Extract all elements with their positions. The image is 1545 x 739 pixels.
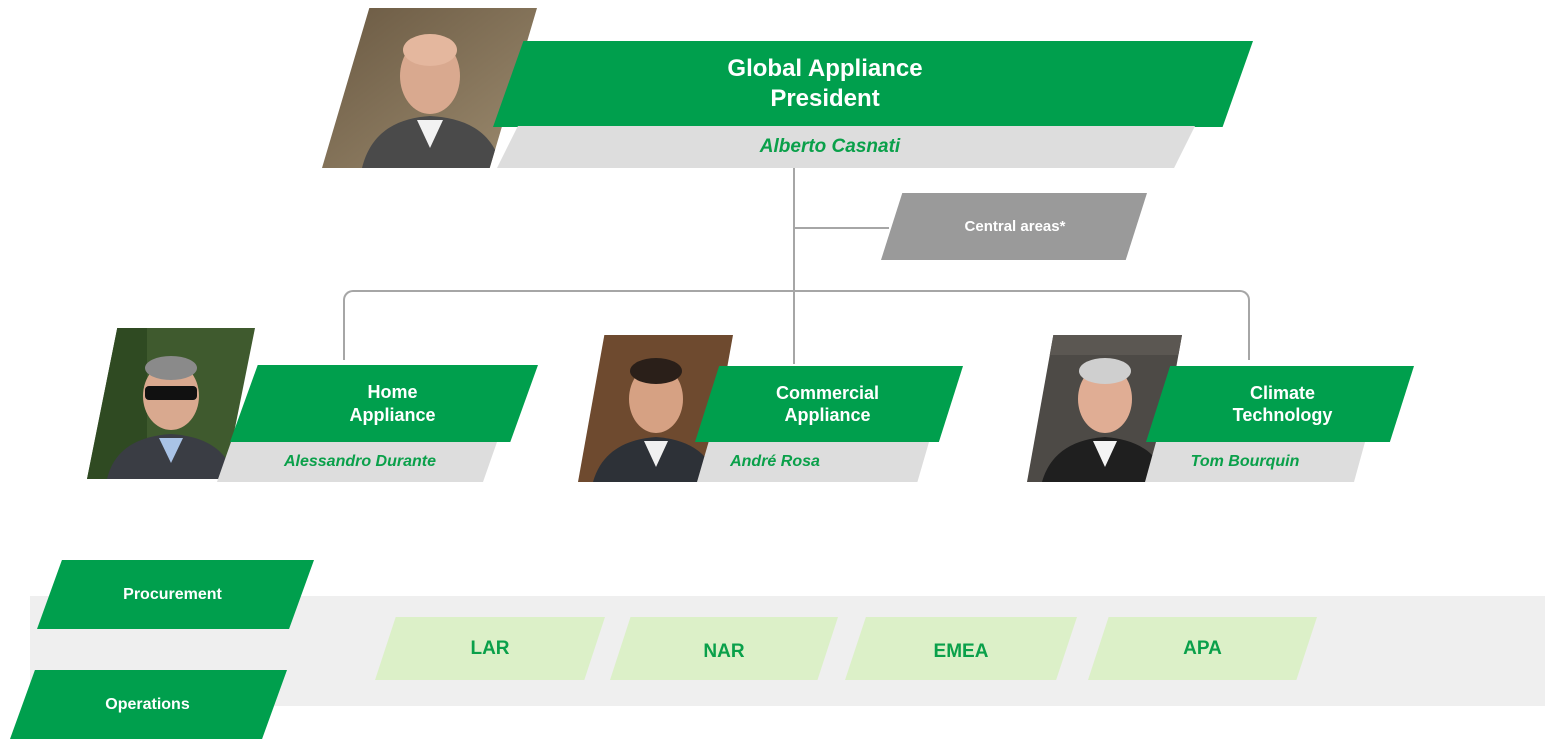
president-title-bar [493, 41, 1253, 127]
division-title-home-line1: Home [367, 382, 418, 402]
region-label-lar: LAR [470, 637, 510, 659]
region-box-nar [610, 617, 838, 680]
division-name-bar-climate [1145, 442, 1365, 482]
division-title-commercial-line1: Commercial [775, 382, 880, 403]
division-name-commercial: André Rosa [730, 453, 820, 470]
person-portrait-icon [322, 8, 537, 168]
connector-central-horizontal [793, 227, 889, 229]
operations-label: Operations [105, 695, 190, 713]
division-title-climate: Climate Technology [1200, 366, 1365, 442]
region-box-lar [375, 617, 605, 680]
region-label-nar: NAR [703, 640, 745, 662]
region-label-emea: EMEA [933, 640, 989, 662]
procurement-label: Procurement [123, 585, 222, 603]
division-title-bar-climate [1146, 366, 1414, 442]
region-box-apa [1088, 617, 1317, 680]
president-name-bar [497, 126, 1195, 168]
president-title: Global Appliance President [640, 49, 1010, 119]
connector-president-vertical [793, 168, 795, 364]
division-title-bar-commercial [695, 366, 963, 442]
procurement-box [37, 560, 314, 629]
division-title-commercial: Commercial Appliance [740, 366, 915, 442]
region-box-emea [845, 617, 1077, 680]
division-name-climate: Tom Bourquin [1190, 453, 1300, 470]
division-title-bar-home [230, 365, 538, 442]
division-name-bar-home [217, 442, 497, 482]
division-name-home: Alessandro Durante [283, 453, 437, 470]
division-title-home-line2: Appliance [349, 404, 436, 425]
president-photo [322, 8, 537, 168]
division-title-commercial-line2: Appliance [784, 405, 871, 425]
connector-divisions-horizontal [343, 290, 1250, 360]
president-title-line1: Global Appliance [727, 55, 923, 82]
division-name-bar-commercial [697, 442, 929, 482]
region-label-apa: APA [1183, 637, 1222, 659]
division-title-climate-line1: Climate [1249, 382, 1316, 403]
operations-box [10, 670, 287, 739]
division-title-climate-line2: Technology [1232, 405, 1333, 425]
division-title-home: Home Appliance [300, 365, 485, 442]
president-name: Alberto Casnati [759, 136, 901, 157]
president-title-line2: President [770, 85, 880, 112]
central-areas-box [881, 193, 1147, 260]
central-areas-label: Central areas* [964, 218, 1066, 235]
